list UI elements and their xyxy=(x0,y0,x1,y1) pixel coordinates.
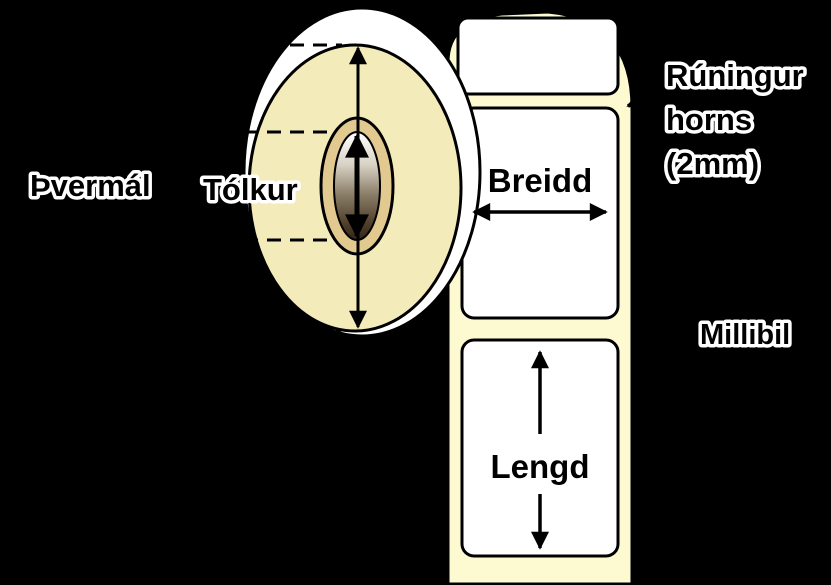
length-label xyxy=(460,338,620,558)
diameter-label: Þvermál xyxy=(30,168,151,203)
corner-label-line2: horns xyxy=(666,102,752,137)
corner-label-line1: Rúningur xyxy=(666,58,804,93)
top-label xyxy=(456,16,620,96)
corner-label-line3: (2mm) xyxy=(666,146,759,181)
corner-pointer-arrow xyxy=(626,70,697,108)
core-label: Tólkur xyxy=(203,172,298,207)
width-text: Breidd xyxy=(488,162,593,199)
gap-label: Millibil xyxy=(700,319,790,351)
length-text: Lengd xyxy=(491,448,590,485)
